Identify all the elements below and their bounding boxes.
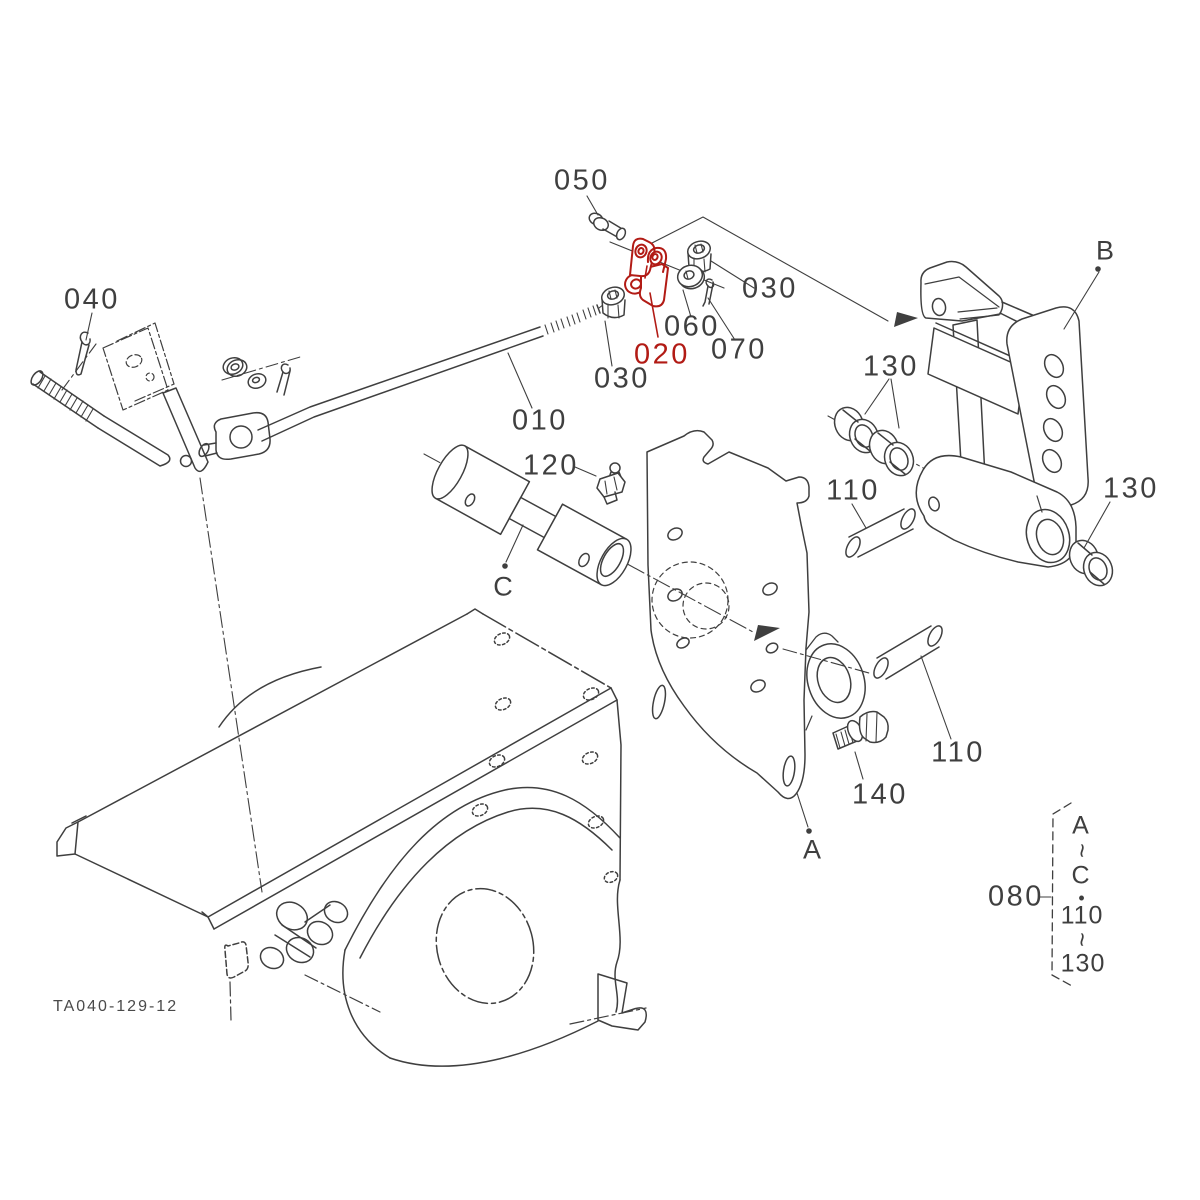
view-ref-b: B [1095,235,1115,266]
part-label-070: 070 [711,333,767,366]
part-label-110-right: 110 [826,474,880,507]
grease-fitting-120-drawing [596,462,626,505]
part-label-050: 050 [554,164,610,197]
part-label-040: 040 [64,283,120,316]
part-label-130-top: 130 [863,350,919,383]
drawing-number: TA040-129-12 [53,998,179,1015]
part-label-020-highlighted: 020 [634,338,690,371]
view-ref-a: A [802,834,822,865]
bolt-140-drawing [832,710,889,750]
housing-drawing [56,477,647,1067]
part-label-120: 120 [523,449,579,482]
clevis-hardware-drawing [588,212,725,319]
part-label-030-left: 030 [594,362,650,395]
legend-item-130: 130 [1060,949,1106,978]
leader-lines [85,195,1111,898]
bushings-130-drawing [833,406,1114,587]
legend-item-c: C [1071,861,1091,890]
part-label-060: 060 [664,310,720,343]
legend-tilde-2: ~ [1067,932,1096,948]
pins-110-drawing [845,508,943,680]
legend-bullet: • [1078,888,1086,908]
highlighted-clevis-020-drawing [624,237,669,338]
part-label-110-lower: 110 [931,736,985,769]
assembly-guide-lines [651,216,918,327]
cylinder-c-drawing [431,444,632,587]
part-label-080: 080 [988,880,1044,913]
part-label-140: 140 [852,778,908,811]
legend-item-a: A [1072,811,1090,840]
lever-assembly-drawing [30,322,301,473]
part-label-130-right: 130 [1103,472,1159,505]
part-label-010: 010 [512,404,568,437]
legend-item-110: 110 [1060,901,1104,930]
plate-a-drawing [646,429,866,800]
legend-tilde-1: ~ [1067,843,1096,859]
bracket-b-drawing [827,260,1113,572]
part-label-030-right: 030 [742,272,798,305]
view-ref-c: C [493,571,513,602]
